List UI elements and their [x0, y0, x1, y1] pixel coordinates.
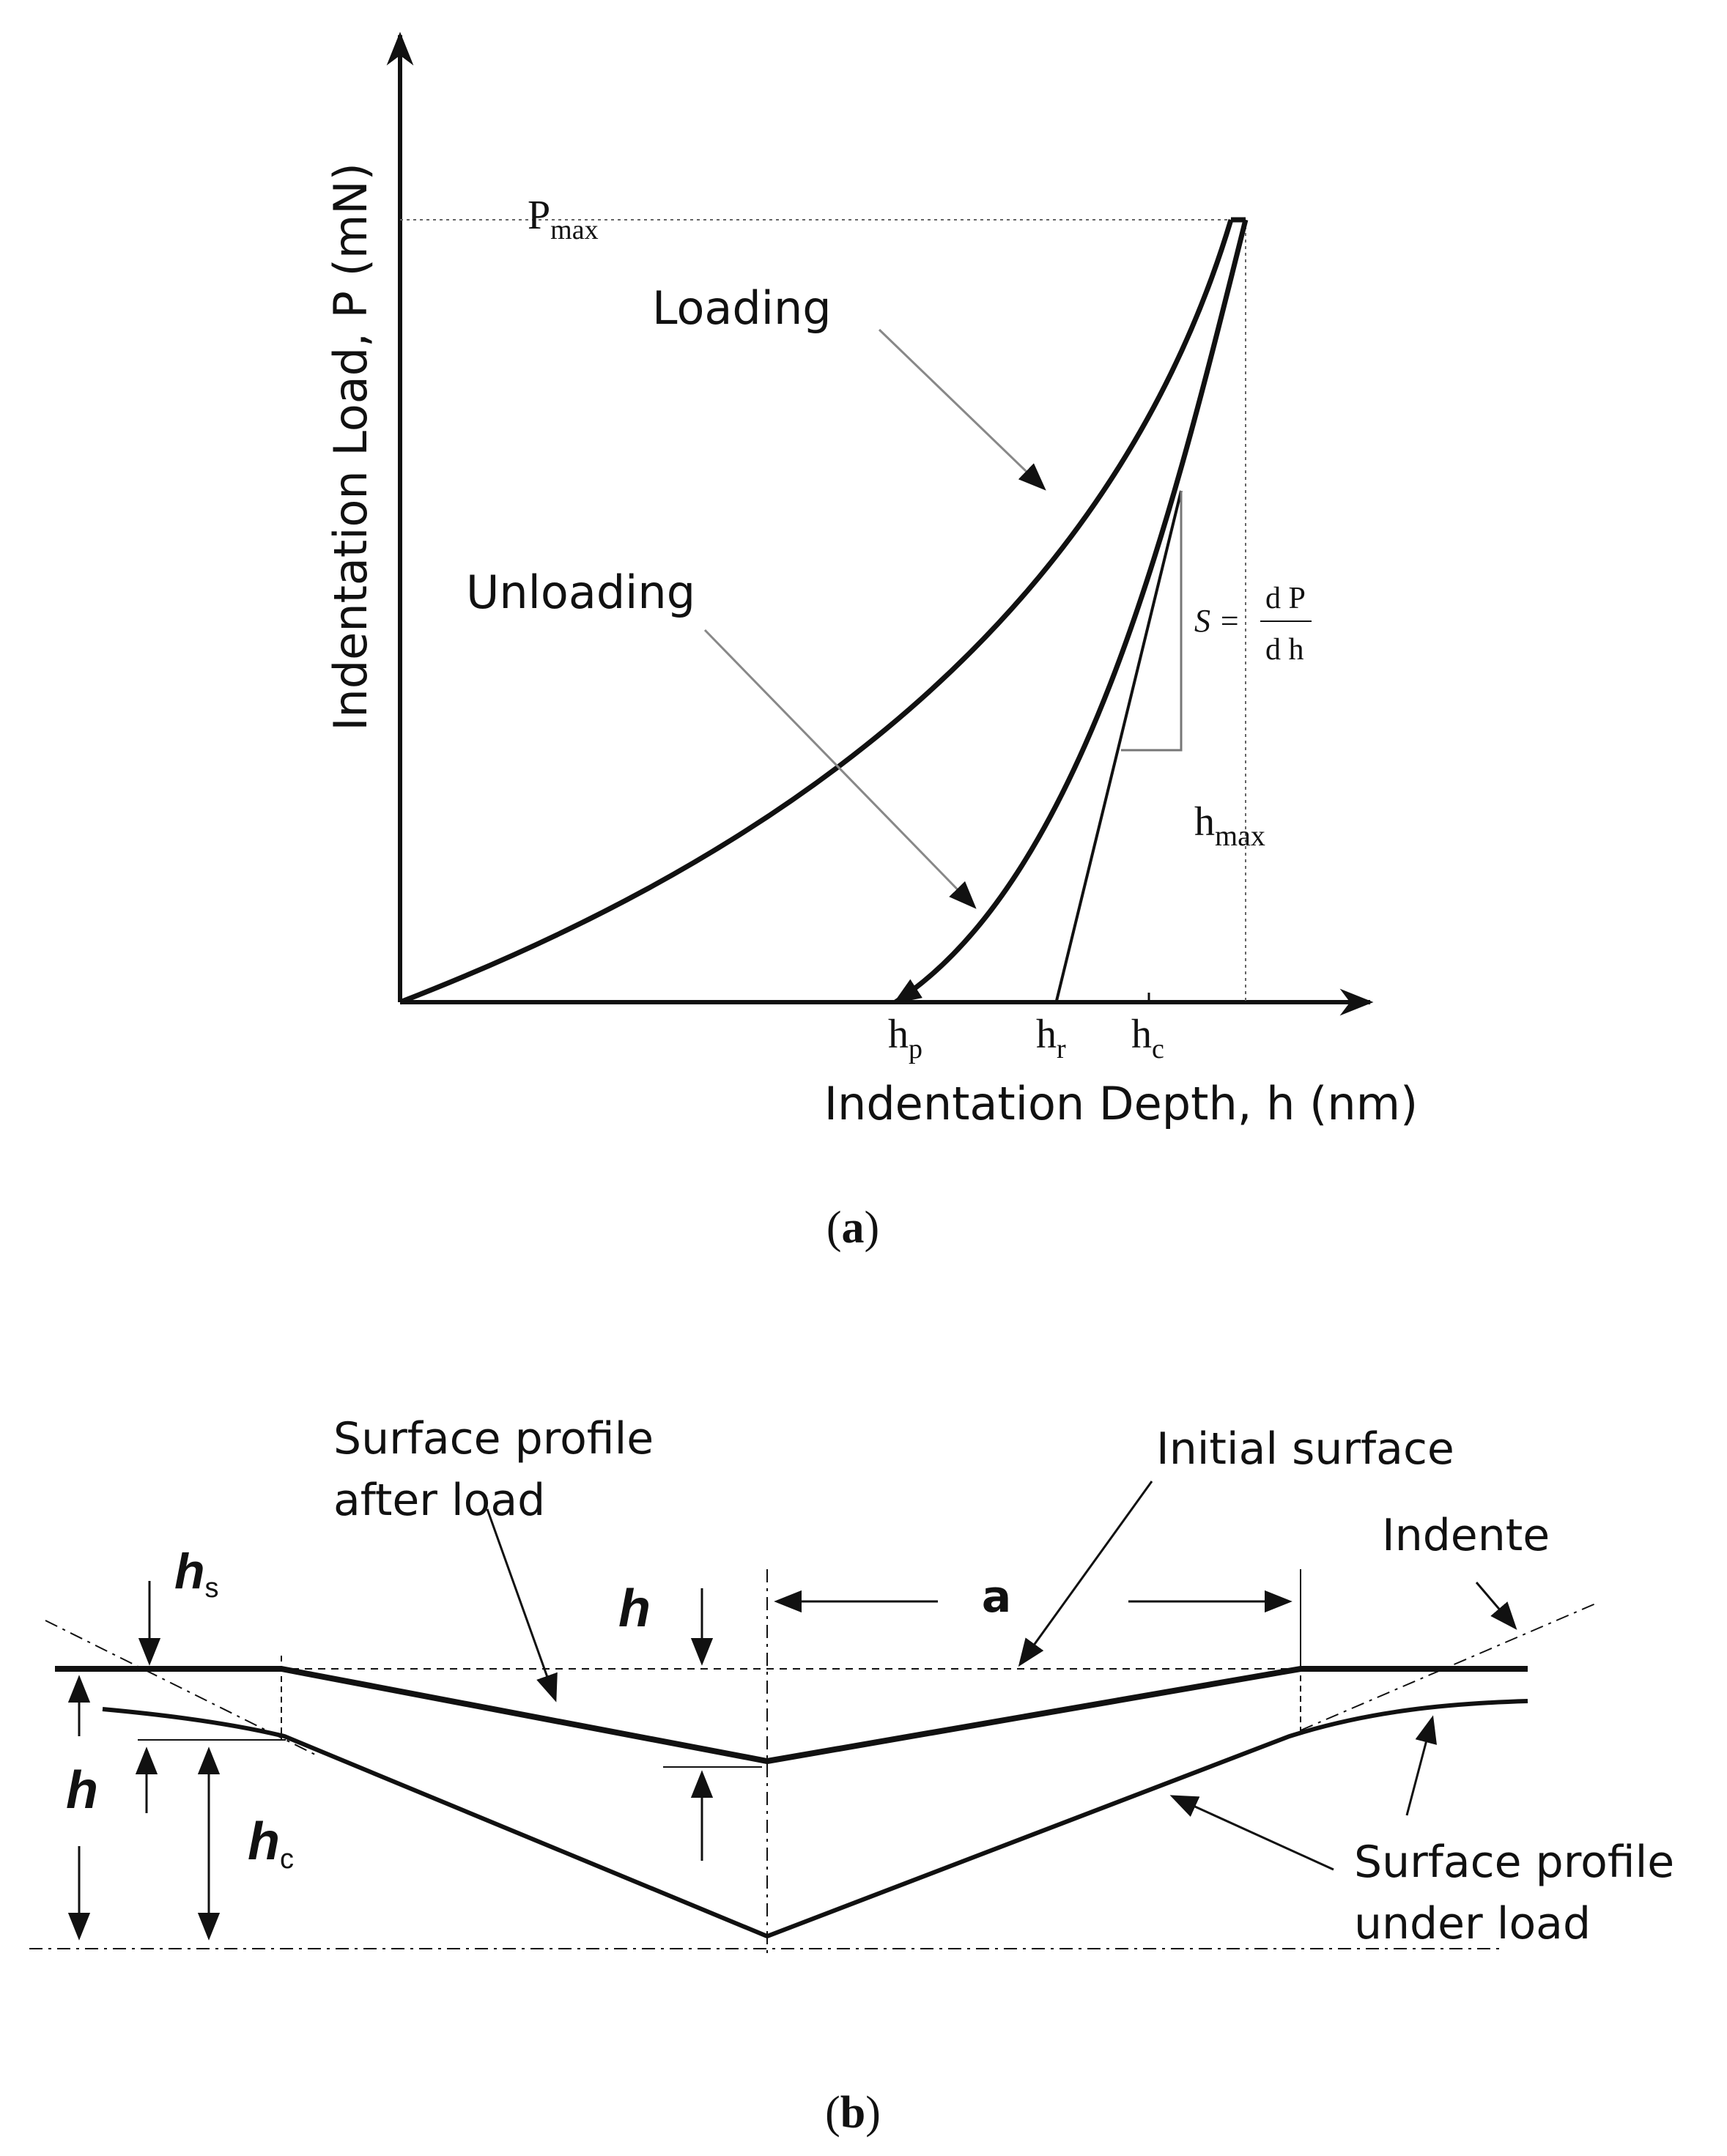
- indenter-label: Indente: [1382, 1510, 1550, 1561]
- y-axis-label: Indentation Load, P (mN): [324, 163, 377, 731]
- x-axis-label: Indentation Depth, h (nm): [824, 1077, 1418, 1130]
- indenter-leader: [1475, 1582, 1517, 1630]
- hp-label: hp: [888, 1012, 922, 1064]
- stiffness-triangle: [1121, 491, 1183, 752]
- caption-a: (a): [826, 1203, 879, 1253]
- after-load-leader: [486, 1508, 558, 1703]
- stiffness-S: S =: [1194, 603, 1240, 639]
- a-label: a: [982, 1571, 1012, 1623]
- unloading-leader: [703, 629, 977, 909]
- hc-label-a: hc: [1131, 1012, 1164, 1064]
- initial-surface-label: Initial surface: [1156, 1423, 1454, 1475]
- panel-a: Indentation Load, P (mN) Indentation Dep…: [324, 32, 1418, 1253]
- under-load-leader-left: [1169, 1795, 1334, 1871]
- stiffness-numerator: d P: [1265, 582, 1306, 615]
- panel-b: a h hs h hc Surface profile after load I…: [29, 1413, 1674, 2138]
- h-left-label: h: [66, 1761, 98, 1820]
- under-load-leader-right: [1405, 1715, 1437, 1816]
- tangent-line: [1055, 490, 1183, 1001]
- hs-label: hs: [174, 1544, 219, 1604]
- initial-surface-leader: [1018, 1481, 1153, 1667]
- surface-under-load-profile: [102, 1699, 1528, 1939]
- hmax-label: hmax: [1194, 799, 1265, 852]
- pmax-label: Pmax: [528, 193, 599, 245]
- caption-b: (b): [825, 2088, 881, 2138]
- unloading-curve: [892, 219, 1249, 1004]
- surface-after-load-profile: [55, 1666, 1528, 1765]
- surface-under-load-label-2: under load: [1354, 1898, 1591, 1949]
- loading-label: Loading: [652, 281, 832, 335]
- unloading-label: Unloading: [466, 566, 695, 619]
- hc-label-b: hc: [248, 1812, 294, 1875]
- h-center-label: h: [618, 1579, 651, 1638]
- loading-curve: [399, 218, 1234, 1005]
- surface-after-load-label: Surface profile: [333, 1413, 654, 1464]
- surface-under-load-label: Surface profile: [1354, 1837, 1674, 1888]
- hr-label: hr: [1036, 1012, 1066, 1064]
- loading-leader: [878, 328, 1046, 491]
- stiffness-denominator: d h: [1265, 633, 1304, 667]
- surface-after-load-label-2: after load: [333, 1475, 545, 1526]
